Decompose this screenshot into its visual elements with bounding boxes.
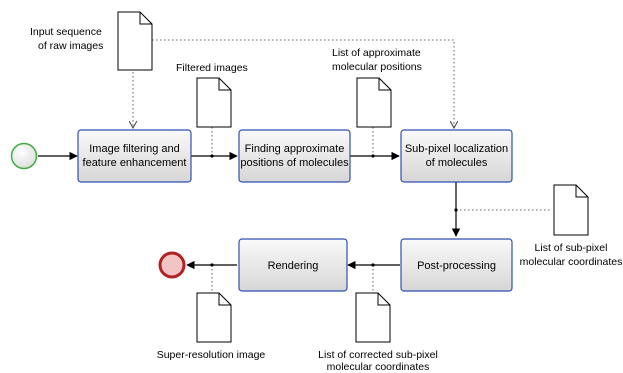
start-event[interactable] — [10, 142, 38, 170]
junction-dot — [210, 154, 214, 158]
document-superres-label: Super-resolution image — [157, 349, 266, 361]
process-subpixel-label-1: Sub-pixel localization — [405, 143, 508, 155]
process-rendering-label: Rendering — [268, 260, 319, 272]
assoc-input-to-subpixel — [152, 39, 454, 128]
process-postprocessing[interactable]: Post-processing — [400, 238, 513, 292]
process-subpixel[interactable]: Sub-pixel localization of molecules — [400, 129, 513, 183]
junction-dot — [210, 263, 214, 267]
document-filtered-label: Filtered images — [176, 62, 248, 74]
document-approx-label-1: List of approximate — [332, 47, 421, 59]
process-finding-label-2: positions of molecules — [240, 157, 349, 169]
document-input-icon[interactable] — [117, 11, 153, 71]
document-filtered-icon[interactable] — [196, 77, 232, 128]
junction-dot — [371, 154, 375, 158]
process-rendering[interactable]: Rendering — [238, 238, 348, 292]
process-filtering[interactable]: Image filtering and feature enhancement — [77, 129, 192, 183]
document-approx-label-2: molecular positions — [332, 61, 422, 73]
process-finding[interactable]: Finding approximate positions of molecul… — [238, 129, 351, 183]
end-event[interactable] — [158, 251, 186, 279]
document-subpixel-coords-label-2: molecular coordinates — [520, 256, 623, 268]
document-subpixel-coords-icon[interactable] — [553, 184, 589, 236]
document-corrected-label-1: List of corrected sub-pixel — [318, 349, 438, 361]
association-lines — [133, 39, 552, 292]
process-postprocessing-label: Post-processing — [417, 260, 496, 272]
junction-dots — [210, 154, 458, 267]
document-input-label-2: of raw images — [38, 40, 103, 52]
document-input-label-1: Input sequence — [30, 26, 102, 38]
document-corrected-label-2: molecular coordinates — [327, 361, 430, 373]
process-finding-label-1: Finding approximate — [245, 143, 345, 155]
document-subpixel-coords-label-1: List of sub-pixel — [535, 242, 608, 254]
process-filtering-label-2: feature enhancement — [83, 157, 187, 169]
process-filtering-label-1: Image filtering and — [89, 143, 180, 155]
junction-dot — [371, 263, 375, 267]
junction-dot — [454, 208, 458, 212]
document-approx-icon[interactable] — [356, 77, 392, 128]
process-subpixel-label-2: of molecules — [426, 157, 488, 169]
document-corrected-icon[interactable] — [355, 292, 391, 343]
document-superres-icon[interactable] — [196, 292, 232, 343]
